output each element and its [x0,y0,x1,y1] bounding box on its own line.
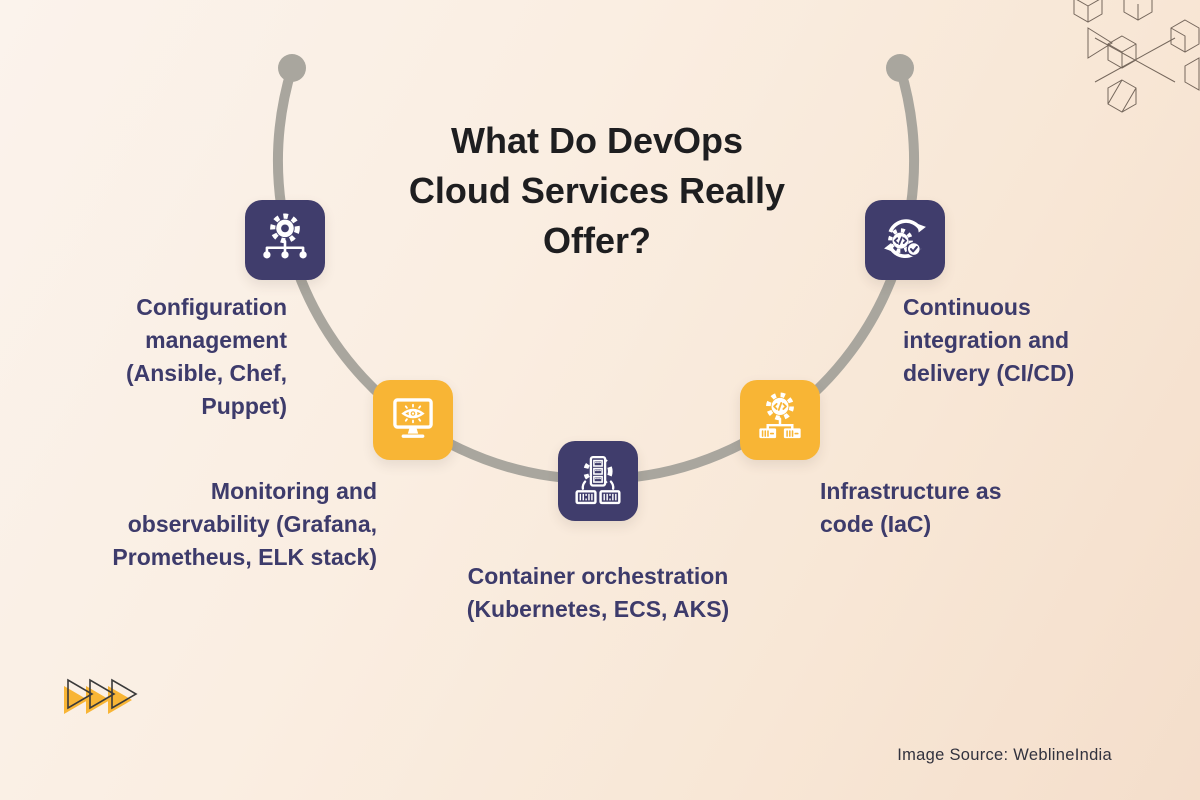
node-configuration-management [245,200,325,280]
label-container-orchestration: Container orchestration (Kubernetes, ECS… [466,563,730,622]
node-monitoring-observability [373,380,453,460]
node-ci-cd [865,200,945,280]
arc-endpoint-left [278,54,306,82]
node-container-orchestration [558,441,638,521]
server-containers-icon [575,455,621,505]
triple-arrow-decoration [64,678,138,714]
label-monitoring-observability: Monitoring and observability (Grafana, P… [112,478,377,570]
label-infrastructure-as-code: Infrastructure as code (IaC) [820,478,1002,537]
label-ci-cd: Continuous integration and delivery (CI/… [903,294,1075,386]
image-source-credit: Image Source: WeblineIndia [897,746,1112,764]
arc-endpoint-right [886,54,914,82]
cycle-gear-check-icon [884,219,926,259]
monitor-eye-icon [393,398,433,438]
node-infrastructure-as-code [740,380,820,460]
cube-pattern-decoration [1073,0,1200,113]
gear-code-servers-icon [759,392,801,439]
label-configuration-management: Configuration management (Ansible, Chef,… [125,294,287,419]
page-title: What Do DevOps Cloud Services Really Off… [408,120,786,261]
gear-hierarchy-icon [263,213,307,259]
